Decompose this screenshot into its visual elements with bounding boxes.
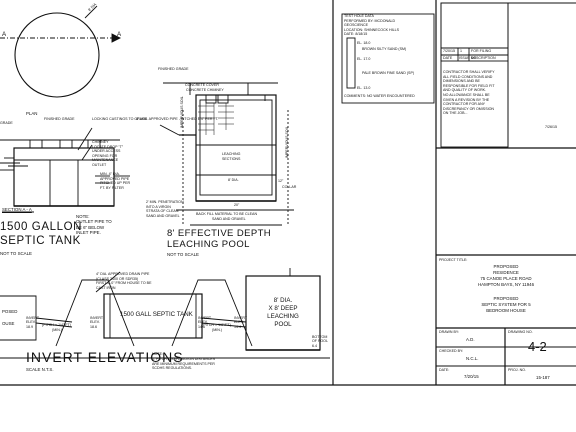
drawn-by: A.D. [466,337,475,342]
invert-pipe-note: 4" DIA. APPROVED DRAIN PIPE(CLASS 2400 O… [96,272,152,290]
drawing-no-label: DRAWING NO. [508,330,533,334]
tank-locking-castings: LOCKING CASTINGS TO GRADE [92,117,148,121]
revision-header-desc: DESCRIPTION [471,56,496,60]
tank-inlet-note: MIN. 4" DIA.APPROVED PIPE PITCHED UP PER… [100,172,131,190]
pool-backfill-note: BACK FILL MATERIAL TO BE CLEAN [196,212,258,216]
pool-dim-12: 12" [278,179,284,183]
pool-collar: COLLAR [282,185,297,189]
invert-note: NOTE:1. PITCH & SEPARATION DISTANCES ARE… [152,352,216,371]
pool-concrete-chimney: CONCRETE CHIMNEY [186,88,224,92]
drawn-by-label: DRAWN BY: [439,330,460,334]
pool-finished-grade: FINISHED GRADE [158,67,189,71]
checked-by-label: CHECKED BY: [439,349,464,353]
invert-pitch-2: (PITCH = 1/8"/FT) [202,323,231,327]
proj-no: 15-187 [536,375,550,380]
plan-label: PLAN [26,111,38,116]
invert-house-label-2: OUSE [2,321,15,326]
pool-concrete-cover: CONCRETE COVER [185,83,219,87]
test-hole-layer-1: BROWN SILTY SAND (SM) [362,47,407,51]
section-marker-right: A [117,31,122,38]
pool-dia: 8' DIA. [228,178,239,182]
pool-impervious-right: IMPERVIOUS SOIL [285,126,289,158]
date-label: DATE: [439,368,450,372]
pool-dim-20: 20" [234,203,240,207]
pool-title-1: 8' EFFECTIVE DEPTH [167,228,272,239]
invert-scale: SCALE N.T.S. [26,367,54,372]
tank-section-label: SECTION A - A [2,207,32,212]
tank-grade-label: GRADE [0,121,13,125]
invert-pitch-1-min: (MIN.) [52,328,62,332]
drawing-number: 4-2 [528,339,547,354]
proj-no-label: PROJ. NO. [508,368,526,372]
checked-by: N.C.L. [466,356,479,361]
date-value: 7/20/15 [464,374,479,379]
tank-scale: NOT TO SCALE [0,251,32,256]
revision-date: 7/20/15 [443,49,455,53]
section-marker-left: A [2,31,7,38]
test-hole-elev-3: EL. 13.0 [357,86,371,90]
pool-pipe-note: 4" MIN. APPROVED PIPE - PITCHED 1/4" PER… [136,117,219,121]
revision-desc: FOR FILING [471,49,492,53]
tank-finished-grade: FINISHED GRADE [44,117,75,121]
invert-pitch-2-min: (MIN.) [212,328,222,332]
pool-scale: NOT TO SCALE [167,252,199,257]
test-hole-header: TEST HOLE DATA PERFORMED BY: MCDONALD GE… [344,14,400,37]
invert-tank-label: 1500 GALL SEPTIC TANK [120,311,193,318]
revision-header-no: ISSUE NO. [459,56,478,60]
stamp-date: 7/26/15 [545,125,557,129]
invert-title: INVERT ELEVATIONS [26,349,184,365]
pool-impervious-left: IMPERVIOUS SOIL [180,96,184,128]
test-hole-elev-1: EL. 18.0 [357,41,371,45]
test-hole-comment: COMMENTS: NO WATER ENCOUNTERED [344,94,415,98]
invert-pitch-1: (PITCH = 1/4"/FT) [42,323,71,327]
tank-title-1: 1500 GALLON [0,221,83,233]
pool-backfill-note-2: SAND AND GRAVEL [212,217,246,221]
project-title-label: PROJECT TITLE: [439,258,468,262]
pool-title-2: LEACHING POOL [167,239,250,250]
revision-header-date: DATE [443,56,453,60]
tank-title-2: SEPTIC TANK [0,235,81,247]
invert-house-label-1: POSED [2,309,18,314]
test-hole-layer-2: PALE BROWN FINE SAND (SP) [362,71,415,75]
revision-no: 1 [460,49,462,53]
test-hole-elev-2: EL. 17.0 [357,57,371,61]
